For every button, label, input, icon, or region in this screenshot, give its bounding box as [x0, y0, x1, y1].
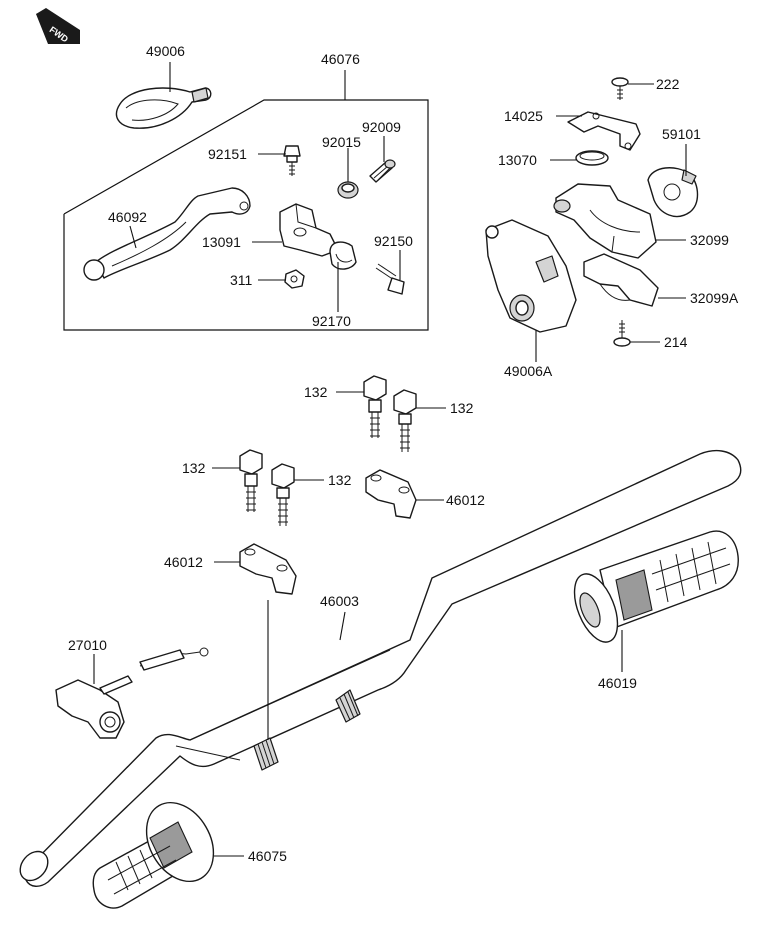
- part-adjuster-bolt-92009[interactable]: [369, 159, 396, 183]
- callout-32099: 32099: [690, 232, 729, 248]
- callout-49006A: 49006A: [504, 363, 553, 379]
- assembly-box-46076: [63, 99, 429, 331]
- callout-46019: 46019: [598, 675, 637, 691]
- part-lever-holder-13091[interactable]: [279, 203, 339, 257]
- leader-lines: [93, 62, 687, 857]
- callout-222: 222: [656, 76, 680, 92]
- callout-311: 311: [230, 272, 253, 288]
- grip-crosshatch-right: [615, 569, 653, 621]
- callout-59101: 59101: [662, 126, 701, 142]
- part-handlebar-holder-46012-lower[interactable]: [239, 543, 297, 595]
- part-bolt-92151[interactable]: [283, 145, 301, 176]
- part-clutch-lever-46092[interactable]: [83, 187, 251, 281]
- callout-46092: 46092: [108, 209, 147, 225]
- callout-132-a: 132: [304, 384, 328, 400]
- callout-13070: 13070: [498, 152, 537, 168]
- grip-crosshatch-left: [149, 821, 193, 869]
- part-screw-222[interactable]: [611, 77, 629, 100]
- callout-92170: 92170: [312, 313, 351, 329]
- callout-46003: 46003: [320, 593, 359, 609]
- callout-46012-upper: 46012: [446, 492, 485, 508]
- part-adjuster-nut-92015[interactable]: [337, 181, 359, 199]
- part-pulley-59101[interactable]: [647, 167, 699, 218]
- callout-132-c: 132: [182, 460, 206, 476]
- callout-46012-lower: 46012: [164, 554, 203, 570]
- callout-27010: 27010: [68, 637, 107, 653]
- part-bolt-92150[interactable]: [375, 263, 405, 295]
- callout-92150: 92150: [374, 233, 413, 249]
- callout-32099A: 32099A: [690, 290, 739, 306]
- part-grip-46019[interactable]: [566, 530, 739, 648]
- callout-132-d: 132: [328, 472, 352, 488]
- handlebar-knurl-left: [253, 737, 279, 771]
- part-handlebar-holder-46012-upper[interactable]: [365, 469, 417, 519]
- part-bolt-132-a[interactable]: [363, 375, 387, 438]
- part-lever-cover-49006[interactable]: [115, 87, 212, 129]
- part-clamp-32099A[interactable]: [583, 253, 659, 307]
- part-throttle-housing-32099[interactable]: [553, 183, 657, 259]
- part-kill-switch-27010[interactable]: [55, 647, 209, 739]
- part-throttle-cover-49006A[interactable]: [485, 219, 577, 333]
- part-cover-14025[interactable]: [567, 111, 641, 151]
- callout-214: 214: [664, 334, 688, 350]
- callout-92009: 92009: [362, 119, 401, 135]
- fwd-arrow-icon: FWD: [36, 8, 80, 45]
- callout-13091: 13091: [202, 234, 241, 250]
- part-bolt-132-b[interactable]: [393, 389, 417, 452]
- callout-46076: 46076: [321, 51, 360, 67]
- callout-14025: 14025: [504, 108, 543, 124]
- part-grip-46075[interactable]: [92, 791, 227, 909]
- callout-132-b: 132: [450, 400, 474, 416]
- part-ring-13070[interactable]: [575, 150, 609, 166]
- part-bolt-132-c[interactable]: [239, 449, 263, 512]
- part-bolt-132-d[interactable]: [271, 463, 295, 526]
- handlebar-knurl-right: [335, 689, 361, 723]
- callout-labels: 49006 46076 92009 92151 92015 46092 1309…: [68, 43, 739, 864]
- callout-49006: 49006: [146, 43, 185, 59]
- part-handlebar-46003[interactable]: [15, 449, 742, 887]
- callout-46075: 46075: [248, 848, 287, 864]
- part-nut-311[interactable]: [284, 269, 305, 289]
- callout-92015: 92015: [322, 134, 361, 150]
- part-screw-214[interactable]: [613, 320, 631, 347]
- part-clamp-92170[interactable]: [329, 241, 357, 270]
- callout-92151: 92151: [208, 146, 247, 162]
